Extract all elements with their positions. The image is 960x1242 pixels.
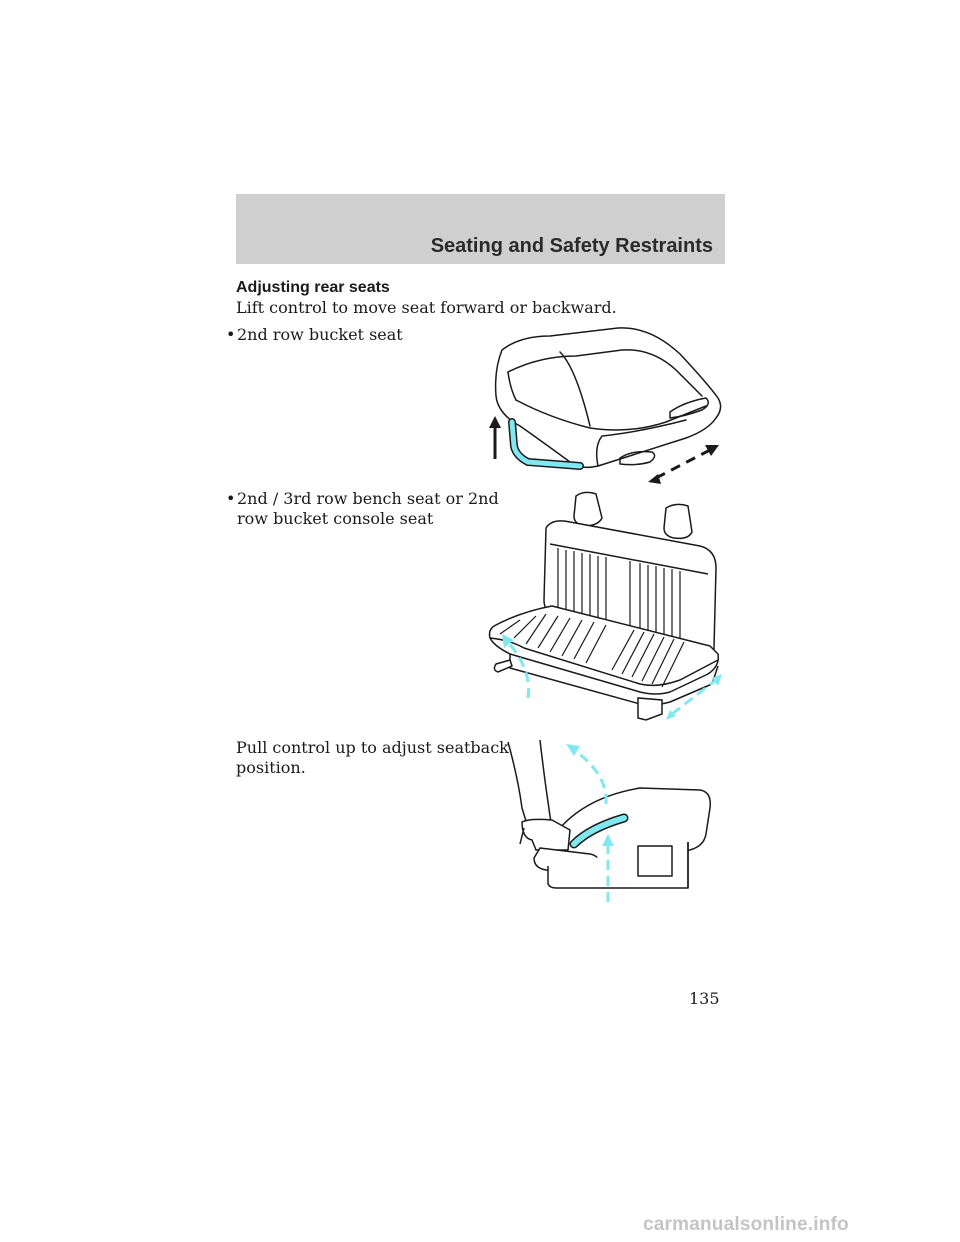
section-header-band: Seating and Safety Restraints — [236, 194, 725, 264]
bullet-bench-seat-line2: row bucket console seat — [237, 509, 434, 528]
bullet-bench-seat-line1: 2nd / 3rd row bench seat or 2nd — [237, 489, 499, 508]
seatback-text-line1: Pull control up to adjust seatback — [236, 738, 509, 757]
bullet-bucket-seat: 2nd row bucket seat — [237, 325, 403, 344]
page-number: 135 — [689, 989, 720, 1008]
seatback-text-line2: position. — [236, 758, 306, 777]
section-header-title: Seating and Safety Restraints — [430, 235, 713, 257]
seatback-adjust-illustration — [507, 739, 712, 902]
watermark-text: carmanualsonline.info — [643, 1214, 849, 1235]
bench-seat-illustration — [488, 491, 722, 721]
bullet-marker: • — [226, 325, 236, 344]
section-heading: Adjusting rear seats — [236, 279, 390, 296]
intro-text: Lift control to move seat forward or bac… — [236, 298, 617, 317]
bucket-seat-illustration — [489, 327, 722, 484]
bullet-marker: • — [226, 489, 236, 508]
